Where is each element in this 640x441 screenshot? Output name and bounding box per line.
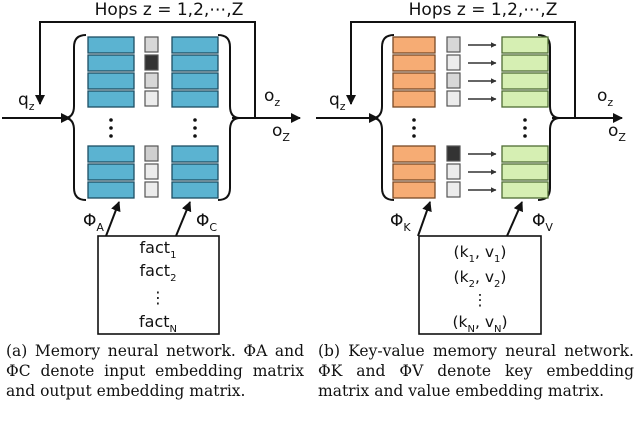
value-slot (501, 54, 549, 72)
fact-item: factN (139, 312, 177, 335)
attention-cell (446, 181, 461, 198)
panel-a-hop-loop (35, 21, 256, 118)
memory-slot (87, 54, 135, 72)
panel-a-facts-box (97, 235, 220, 335)
memory-slot (87, 163, 135, 181)
memory-slot (171, 163, 219, 181)
panel-a-output-memory-column (171, 36, 219, 199)
panel-a-caption: (a) Memory neural network. ΦA and ΦC den… (6, 342, 304, 400)
memory-slot (171, 54, 219, 72)
panel-b-caption: (b) Key-value memory neural network. ΦK … (318, 342, 634, 400)
memory-slot (87, 90, 135, 108)
panel-b-hop-loop (346, 21, 576, 118)
panel-b-attention-column (446, 36, 461, 198)
panel-b-output-label: oz (597, 86, 613, 109)
attention-cell-active (446, 145, 461, 162)
value-slot (501, 90, 549, 108)
panel-b-key-value-network: Hops z = 1,2,⋯,Z qz oz oZ (316, 0, 626, 335)
value-slot (501, 145, 549, 163)
memory-slot (87, 36, 135, 54)
attention-cell (144, 145, 159, 162)
value-slot (501, 181, 549, 199)
key-slot (392, 90, 436, 108)
attention-cell (144, 72, 159, 89)
key-slot (392, 72, 436, 90)
key-slot (392, 181, 436, 199)
panel-a-output-label: oz (264, 86, 280, 109)
memory-slot (87, 72, 135, 90)
panel-b-phi-left-label: ΦK (390, 211, 411, 234)
panel-b-left-brace (371, 34, 395, 201)
memory-slot (171, 181, 219, 199)
panel-a-left-brace (63, 34, 87, 201)
attention-cell (446, 72, 461, 89)
panel-b-vertical-ellipses (412, 118, 527, 138)
attention-cell (144, 90, 159, 107)
attention-cell (144, 163, 159, 180)
panel-a-vertical-ellipses (109, 118, 197, 138)
panel-b-phi-right-label: ΦV (532, 211, 553, 234)
memory-slot (171, 90, 219, 108)
key-slot (392, 163, 436, 181)
key-slot (392, 54, 436, 72)
panel-a-phi-left-label: ΦA (83, 211, 104, 234)
kv-pair: (k2, v2) (454, 268, 507, 290)
panel-a-attention-column (144, 36, 159, 198)
panel-a-memory-network: Hops z = 1,2,⋯,Z qz oz oZ (2, 0, 301, 335)
memory-slot (171, 145, 219, 163)
panel-b-phi-right-arrow (506, 201, 523, 237)
panel-a-phi-right-arrow (175, 201, 192, 237)
memory-slot (171, 72, 219, 90)
fact-item: fact2 (140, 261, 177, 284)
panel-b-phi-left-arrow (417, 201, 432, 237)
attention-cell (446, 54, 461, 71)
attention-cell (446, 90, 461, 107)
attention-cell (144, 181, 159, 198)
key-slot (392, 145, 436, 163)
fact-item: fact1 (140, 238, 177, 261)
memory-slot (171, 36, 219, 54)
kv-pair: (kN, vN) (452, 313, 507, 335)
panel-b-value-memory-column (501, 36, 549, 199)
key-slot (392, 36, 436, 54)
kv-ellipsis: ⋮ (472, 291, 488, 309)
panel-b-pairs-box (418, 235, 542, 335)
panel-a-query-label: qz (18, 90, 35, 113)
attention-cell (446, 36, 461, 53)
attention-cell (446, 163, 461, 180)
panel-a-final-output-label: oZ (272, 121, 290, 144)
panel-a-phi-left-arrow (105, 201, 121, 237)
value-slot (501, 72, 549, 90)
value-slot (501, 163, 549, 181)
panel-a-hops-label: Hops z = 1,2,⋯,Z (95, 0, 244, 20)
panel-b-key-memory-column (392, 36, 436, 199)
panel-b-right-brace (537, 34, 561, 201)
attention-cell-active (144, 54, 159, 71)
panel-b-hops-label: Hops z = 1,2,⋯,Z (409, 0, 558, 20)
panel-a-right-brace (217, 34, 241, 201)
panel-b-final-output-label: oZ (608, 121, 626, 144)
fact-ellipsis: ⋮ (150, 288, 166, 307)
panel-b-query-label: qz (329, 90, 346, 113)
panel-b-key-to-value-arrows (468, 42, 497, 193)
kv-pair: (k1, v1) (454, 243, 507, 265)
memory-slot (87, 181, 135, 199)
attention-cell (144, 36, 159, 53)
value-slot (501, 36, 549, 54)
memory-slot (87, 145, 135, 163)
panel-a-phi-right-label: ΦC (196, 211, 217, 234)
panel-a-input-memory-column (87, 36, 135, 199)
